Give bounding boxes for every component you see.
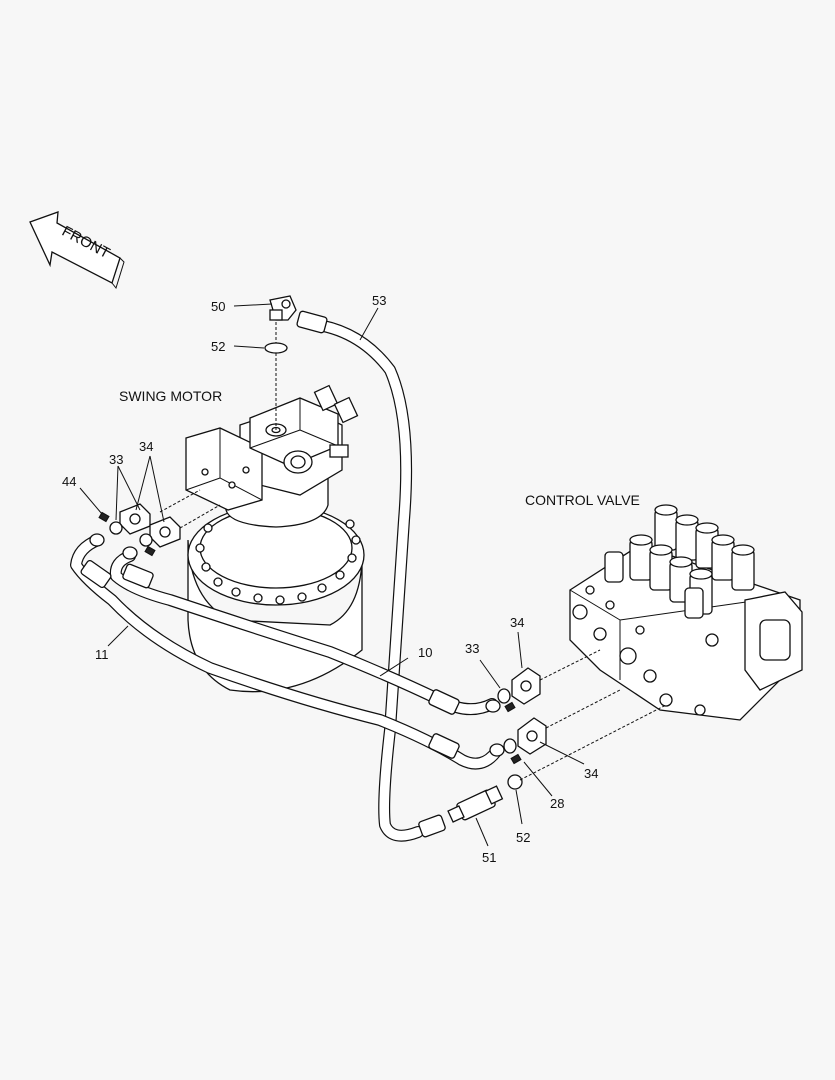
callout-11: 11 (95, 647, 109, 662)
swing-motor-caption: SWING MOTOR (119, 388, 222, 404)
right-flange-set (497, 667, 547, 790)
callout-53: 53 (372, 293, 386, 308)
bolt-ring (195, 519, 361, 605)
front-arrow: FRONT (29, 211, 125, 290)
left-flange-set (98, 503, 181, 557)
callout-52-bottom: 52 (516, 830, 530, 845)
swing-motor (185, 384, 365, 693)
callout-34-lower: 34 (584, 766, 598, 781)
callout-34-upper: 34 (510, 615, 524, 630)
leader-lines (79, 303, 585, 847)
callout-52-top: 52 (211, 339, 225, 354)
callout-33-left: 33 (109, 452, 123, 467)
hose-ferrules (80, 310, 505, 838)
elbow-fitting-50 (269, 295, 297, 321)
callout-28: 28 (550, 796, 564, 811)
control-valve-caption: CONTROL VALVE (525, 492, 640, 508)
callout-10: 10 (418, 645, 432, 660)
callout-34-left: 34 (139, 439, 153, 454)
callout-51: 51 (482, 850, 496, 865)
callout-50: 50 (211, 299, 225, 314)
callout-44: 44 (62, 474, 76, 489)
connector-51 (447, 785, 504, 823)
control-valve (569, 504, 803, 721)
callout-33-right: 33 (465, 641, 479, 656)
assembly-lines (159, 489, 667, 781)
o-ring-52-top (264, 342, 288, 354)
hose-53 (306, 318, 424, 842)
valve-spools (604, 504, 755, 619)
hose-11 (70, 534, 502, 770)
o-ring-52-bottom (507, 774, 523, 790)
